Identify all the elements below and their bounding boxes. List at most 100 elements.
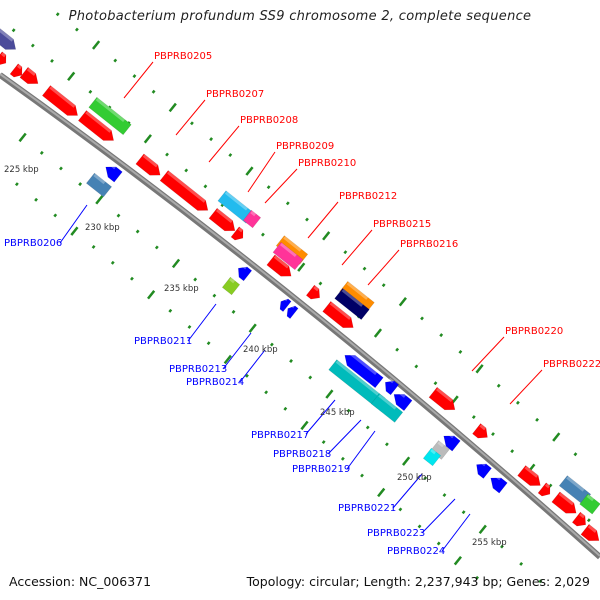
gene-body[interactable] [571,511,589,530]
gene-body[interactable] [266,254,295,281]
forward-gene-arrow[interactable] [571,511,589,530]
forward-gene-arrow[interactable] [41,85,81,120]
gene-label[interactable]: PBPRB0218 [273,449,331,460]
reverse-gene-arrow[interactable] [487,473,508,494]
forward-gene-arrow[interactable] [9,63,26,80]
forward-gene-arrow[interactable] [208,207,239,236]
gene-body[interactable] [334,287,370,321]
gene-label[interactable]: PBPRB0223 [367,528,425,539]
gene-body[interactable] [305,284,323,303]
forward-gene-arrow[interactable] [77,110,117,145]
gene-body[interactable] [322,300,358,332]
gene-block[interactable] [430,440,450,460]
gene-label[interactable]: PBPRB0208 [240,115,298,126]
forward-gene-arrow[interactable] [0,25,20,55]
gene-body[interactable] [9,63,26,80]
gene-block[interactable] [88,96,132,136]
forward-gene-arrow[interactable] [230,226,247,243]
reverse-gene-arrow[interactable] [390,389,413,412]
forward-gene-arrow[interactable] [159,170,212,215]
gene-block[interactable] [334,287,370,321]
gene-label[interactable]: PBPRB0220 [505,326,563,337]
forward-gene-arrow[interactable] [305,284,323,303]
gene-body[interactable] [102,162,123,183]
gene-body[interactable] [580,523,600,545]
gene-body[interactable] [230,226,247,243]
reverse-gene-arrow[interactable] [341,350,384,389]
gene-block[interactable] [579,493,600,515]
gene-body[interactable] [537,482,554,499]
gene-block[interactable] [370,393,404,423]
gene-body[interactable] [234,263,253,282]
gene-label[interactable]: PBPRB0219 [292,464,350,475]
gene-body[interactable] [428,386,459,415]
gene-body[interactable] [430,440,450,460]
reverse-gene-arrow[interactable] [381,377,400,396]
gene-body[interactable] [159,170,212,215]
gene-body[interactable] [487,473,508,494]
gene-body[interactable] [284,303,299,319]
gene-body[interactable] [221,276,241,296]
gene-body[interactable] [277,296,292,312]
gene-body[interactable] [0,25,20,55]
gene-label[interactable]: PBPRB0207 [206,89,264,100]
forward-gene-arrow[interactable] [0,51,10,68]
gene-body[interactable] [422,447,442,467]
forward-gene-arrow[interactable] [135,153,164,180]
forward-gene-arrow[interactable] [580,523,600,545]
reverse-gene-arrow[interactable] [472,460,492,479]
reverse-gene-arrow[interactable] [440,431,461,452]
forward-gene-arrow[interactable] [472,423,491,443]
gene-body[interactable] [472,460,492,479]
gene-block[interactable] [422,447,442,467]
gene-body[interactable] [242,209,262,229]
gene-body[interactable] [381,377,400,396]
forward-gene-arrow[interactable] [537,482,554,499]
gene-body[interactable] [551,491,580,518]
reverse-gene-arrow[interactable] [277,296,292,312]
gene-body[interactable] [390,389,413,412]
forward-gene-arrow[interactable] [322,300,358,332]
gene-label[interactable]: PBPRB0212 [339,191,397,202]
gene-body[interactable] [217,190,255,224]
gene-label[interactable]: PBPRB0206 [4,238,62,249]
gene-body[interactable] [472,423,491,443]
gene-block[interactable] [272,241,304,271]
gene-label[interactable]: PBPRB0215 [373,219,431,230]
forward-gene-arrow[interactable] [551,491,580,518]
reverse-gene-arrow[interactable] [234,263,253,282]
gene-label[interactable]: PBPRB0210 [298,158,356,169]
gene-block[interactable] [217,190,255,224]
forward-gene-arrow[interactable] [428,386,459,415]
gene-body[interactable] [19,66,42,88]
gene-label[interactable]: PBPRB0224 [387,546,445,557]
gene-block[interactable] [242,209,262,229]
reverse-gene-arrow[interactable] [102,162,123,183]
gene-label[interactable]: PBPRB0214 [186,377,244,388]
gene-body[interactable] [135,153,164,180]
gene-body[interactable] [0,51,10,68]
gene-body[interactable] [341,350,384,389]
forward-gene-arrow[interactable] [517,465,545,490]
forward-gene-arrow[interactable] [19,66,42,88]
gene-label[interactable]: PBPRB0221 [338,503,396,514]
gene-body[interactable] [440,431,461,452]
gene-body[interactable] [208,207,239,236]
gene-body[interactable] [77,110,117,145]
gene-label[interactable]: PBPRB0209 [276,141,334,152]
gene-label[interactable]: PBPRB0213 [169,364,227,375]
gene-body[interactable] [85,172,113,198]
gene-block[interactable] [85,172,113,198]
gene-body[interactable] [41,85,81,120]
gene-label[interactable]: PBPRB0211 [134,336,192,347]
gene-body[interactable] [272,241,304,271]
gene-block[interactable] [221,276,241,296]
gene-body[interactable] [579,493,600,515]
gene-label[interactable]: PBPRB0205 [154,51,212,62]
gene-label[interactable]: PBPRB0217 [251,430,309,441]
gene-label[interactable]: PBPRB0222 [543,359,600,370]
gene-label[interactable]: PBPRB0216 [400,239,458,250]
gene-body[interactable] [88,96,132,136]
gene-body[interactable] [517,465,545,490]
reverse-gene-arrow[interactable] [284,303,299,319]
